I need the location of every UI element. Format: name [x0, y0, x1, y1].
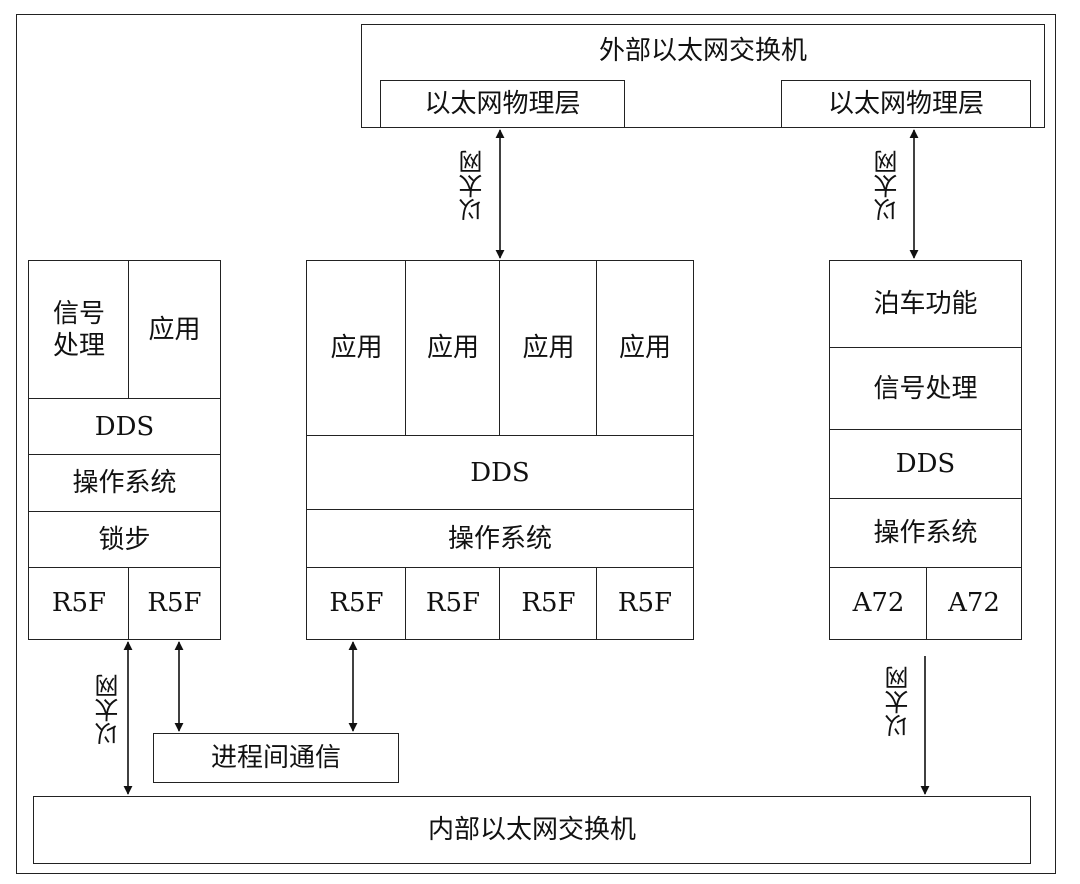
right-core-2: A72: [926, 567, 1022, 640]
ethernet-phy-right-label: 以太网物理层: [827, 88, 984, 119]
right-core-1: A72: [829, 567, 928, 640]
middle-app-3-label: 应用: [522, 333, 575, 364]
right-core-1-label: A72: [852, 588, 905, 619]
ethernet-label-middle: 以太网: [459, 150, 487, 222]
middle-core-3: R5F: [499, 567, 598, 640]
ethernet-phy-left: 以太网物理层: [380, 80, 625, 128]
middle-app-1-label: 应用: [330, 333, 383, 364]
left-core-1: R5F: [28, 567, 130, 640]
left-signal-processing-label: 信号 处理: [52, 298, 105, 362]
middle-core-1-label: R5F: [329, 588, 384, 619]
middle-os: 操作系统: [306, 509, 694, 569]
ethernet-label-bottom-right: 以太网: [885, 666, 913, 738]
middle-app-2-label: 应用: [426, 333, 479, 364]
diagram-frame: [16, 14, 1056, 874]
left-dds-label: DDS: [94, 411, 155, 442]
middle-dds-label: DDS: [470, 457, 530, 488]
middle-app-1: 应用: [306, 260, 407, 437]
ethernet-label-right: 以太网: [874, 150, 902, 222]
internal-switch-label: 内部以太网交换机: [427, 814, 636, 845]
middle-core-2: R5F: [405, 567, 501, 640]
left-app-label: 应用: [148, 314, 201, 345]
right-dds-label: DDS: [895, 449, 956, 480]
left-signal-processing: 信号 处理: [28, 260, 130, 400]
right-parking-label: 泊车功能: [873, 289, 978, 320]
middle-dds: DDS: [306, 435, 694, 511]
ethernet-label-left: 以太网: [95, 674, 123, 746]
left-os-label: 操作系统: [72, 468, 177, 499]
ipc-label: 进程间通信: [210, 742, 341, 773]
middle-app-4-label: 应用: [618, 333, 671, 364]
left-core-2: R5F: [128, 567, 221, 640]
right-dds: DDS: [829, 429, 1022, 500]
right-signal-processing-label: 信号处理: [873, 373, 978, 404]
ethernet-phy-left-label: 以太网物理层: [424, 88, 581, 119]
middle-os-label: 操作系统: [447, 523, 552, 554]
middle-core-3-label: R5F: [521, 588, 576, 619]
internal-ethernet-switch: 内部以太网交换机: [33, 796, 1031, 864]
middle-app-2: 应用: [405, 260, 501, 437]
left-lockstep-label: 锁步: [98, 524, 151, 555]
right-os: 操作系统: [829, 498, 1022, 569]
middle-app-3: 应用: [499, 260, 598, 437]
external-switch-title: 外部以太网交换机: [598, 36, 807, 66]
middle-core-1: R5F: [306, 567, 407, 640]
ethernet-phy-right: 以太网物理层: [781, 80, 1031, 128]
middle-core-2-label: R5F: [425, 588, 481, 619]
left-core-2-label: R5F: [147, 588, 202, 619]
right-os-label: 操作系统: [873, 518, 978, 549]
ipc-box: 进程间通信: [153, 733, 399, 783]
left-app: 应用: [128, 260, 221, 400]
left-core-1-label: R5F: [51, 588, 107, 619]
right-signal-processing: 信号处理: [829, 347, 1022, 431]
left-os: 操作系统: [28, 454, 221, 513]
middle-core-4: R5F: [596, 567, 694, 640]
middle-app-4: 应用: [596, 260, 694, 437]
middle-core-4-label: R5F: [617, 588, 673, 619]
right-parking-function: 泊车功能: [829, 260, 1022, 349]
right-core-2-label: A72: [948, 588, 1000, 619]
left-lockstep: 锁步: [28, 511, 221, 569]
left-dds: DDS: [28, 398, 221, 456]
